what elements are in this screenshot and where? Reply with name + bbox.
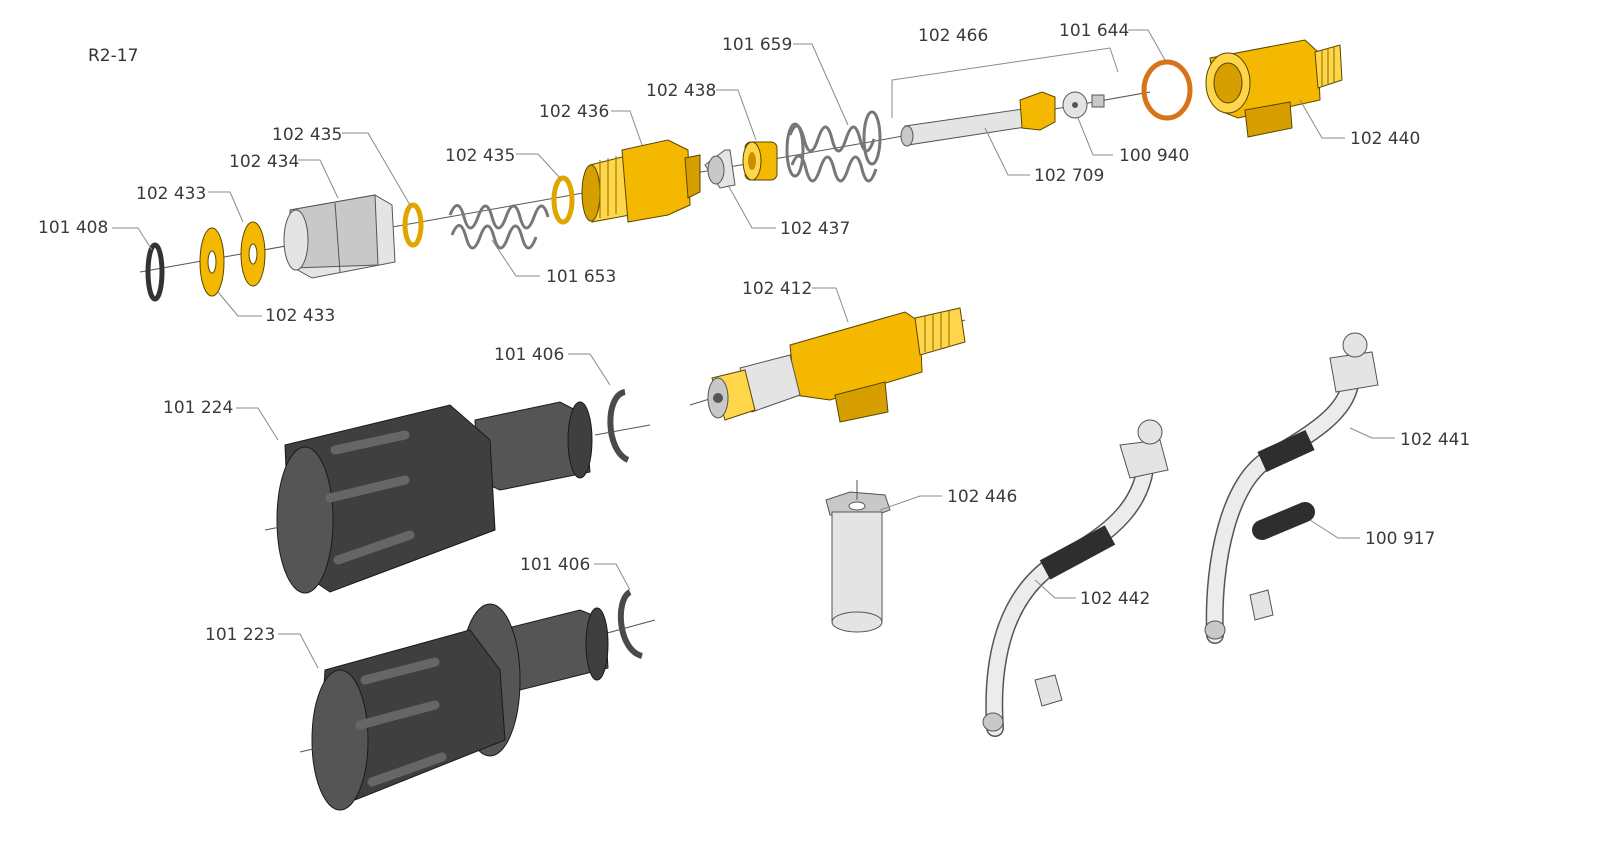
part-101223-knob [299, 603, 609, 811]
part-101659-spring [785, 110, 882, 183]
part-102709-stem [900, 91, 1056, 147]
label-101408: 101 408 [38, 218, 108, 238]
part-102446-sleeve [825, 480, 891, 633]
part-102435-ring-a [402, 202, 424, 248]
part-102433-washer-b [240, 221, 266, 287]
label-102434: 102 434 [229, 152, 299, 172]
label-101224: 101 224 [163, 398, 233, 418]
part-102412-valve-body [707, 307, 966, 423]
label-102442: 102 442 [1080, 589, 1150, 609]
part-101644-copper-ring [1141, 59, 1193, 121]
part-102434-hex-nut [283, 194, 396, 279]
label-101644: 101 644 [1059, 21, 1129, 41]
part-102436-nipple [581, 139, 701, 223]
label-102437: 102 437 [780, 219, 850, 239]
label-102435-a: 102 435 [272, 125, 342, 145]
part-101408-lock-washer [145, 242, 165, 302]
label-102466: 102 466 [918, 26, 988, 46]
label-102709: 102 709 [1034, 166, 1104, 186]
part-101653-spring [448, 204, 550, 250]
part-labels: 101 408 102 433 102 433 102 434 102 435 … [38, 21, 1470, 645]
part-102442-pipe [982, 419, 1169, 737]
part-102435-ring-b [551, 175, 575, 225]
label-101653: 101 653 [546, 267, 616, 287]
part-100940-nut [1062, 91, 1105, 119]
label-102412: 102 412 [742, 279, 812, 299]
label-101406-b: 101 406 [520, 555, 590, 575]
label-102435-b: 102 435 [445, 146, 515, 166]
part-101224-knob [264, 401, 593, 594]
label-102446: 102 446 [947, 487, 1017, 507]
sheet-id: R2-17 [88, 46, 139, 66]
part-100917-rubber-sleeve [1252, 502, 1315, 540]
label-102433-a: 102 433 [136, 184, 206, 204]
label-101406-a: 101 406 [494, 345, 564, 365]
part-101406-clip-a [594, 389, 651, 463]
part-102437-cone [704, 149, 736, 189]
label-102436: 102 436 [539, 102, 609, 122]
part-102433-washer-a [199, 227, 225, 297]
label-102440: 102 440 [1350, 129, 1420, 149]
part-102441-pipe [1204, 332, 1379, 644]
label-101223: 101 223 [205, 625, 275, 645]
part-102438-bushing [742, 141, 778, 181]
label-101659: 101 659 [722, 35, 792, 55]
leader-lines [112, 29, 1395, 669]
label-102441: 102 441 [1400, 430, 1470, 450]
label-100940: 100 940 [1119, 146, 1189, 166]
bracket-102466 [891, 47, 1119, 118]
part-101406-clip-b [599, 589, 656, 659]
label-102433-b: 102 433 [265, 306, 335, 326]
part-102440-tee-body [1205, 39, 1343, 138]
label-102438: 102 438 [646, 81, 716, 101]
label-100917: 100 917 [1365, 529, 1435, 549]
